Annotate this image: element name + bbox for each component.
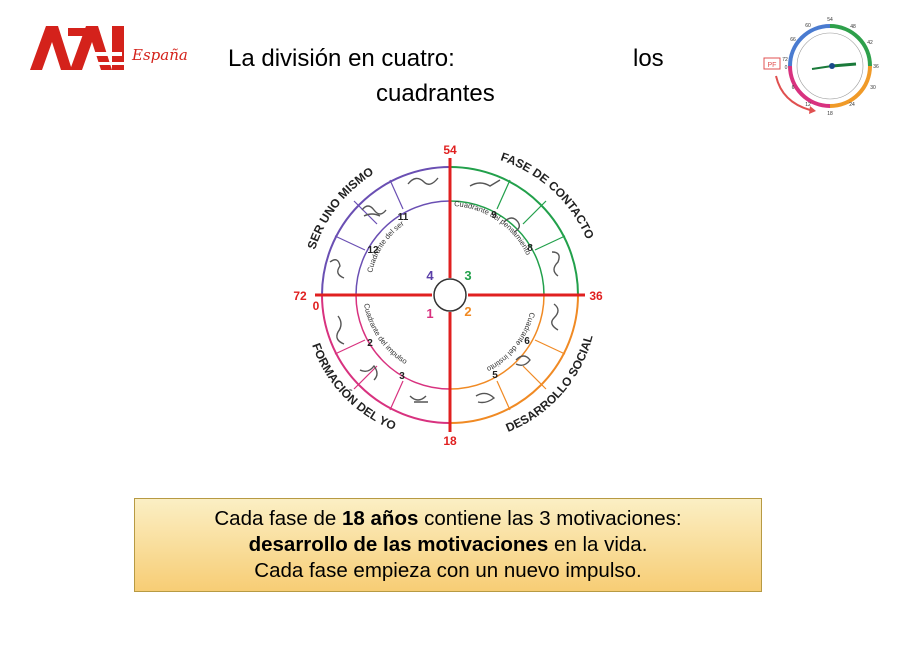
sector-number: 3 <box>399 371 405 382</box>
life-clock-icon: PF 54 60 66 72 0 6 12 18 24 30 36 42 48 <box>763 17 879 117</box>
center-circle <box>433 278 467 312</box>
clock-tick: 0 <box>785 65 788 71</box>
caption-line-3: Cada fase empieza con un nuevo impulso. <box>254 559 642 582</box>
caption-box: Cada fase de 18 años contiene las 3 moti… <box>134 498 762 592</box>
title-line-3: cuadrantes <box>376 80 495 107</box>
clock-tick: 30 <box>870 85 876 91</box>
center-number: 3 <box>464 268 471 283</box>
tick-0: 0 <box>313 299 320 313</box>
handwriting-samples <box>329 177 560 404</box>
sector-number: 12 <box>367 245 379 256</box>
clock-tick: 66 <box>790 37 796 43</box>
title-line-2: los <box>633 45 664 72</box>
quadrant-label: Cuadrante del pensamiento <box>454 199 533 256</box>
clock-ring <box>763 24 872 114</box>
sector-number: 8 <box>527 243 533 254</box>
quadrant-label: Cuadrante del impulso <box>362 303 409 366</box>
ring-formacion-yo <box>321 294 451 424</box>
sector-number: 11 <box>398 212 409 223</box>
tick-54: 54 <box>443 143 457 157</box>
clock-tick: 72 <box>782 57 788 63</box>
tick-36: 36 <box>589 289 603 303</box>
sector-number: 2 <box>367 338 373 349</box>
apa-logo: España <box>28 22 188 78</box>
ring-fase-contacto <box>449 166 579 296</box>
clock-tag: PF <box>768 62 777 69</box>
clock-tick: 42 <box>867 40 873 46</box>
center-number: 1 <box>426 306 433 321</box>
clock-tick: 36 <box>873 64 879 70</box>
quadrant-wheel: 54 36 18 72 0 SER UNO MISMO FASE DE CONT… <box>293 143 603 448</box>
center-number: 2 <box>464 304 471 319</box>
sector-number: 6 <box>524 336 530 347</box>
ring-ser-uno-mismo <box>321 166 451 296</box>
clock-tick: 6 <box>792 85 795 91</box>
caption-line-2: desarrollo de las motivaciones en la vid… <box>248 533 648 556</box>
clock-tick: 12 <box>805 102 811 108</box>
sector-number: 5 <box>492 370 498 381</box>
tick-18: 18 <box>443 434 457 448</box>
clock-tick: 18 <box>827 111 833 117</box>
clock-tick: 24 <box>849 102 855 108</box>
title-line-1: La división en cuatro: <box>228 45 455 72</box>
ring-desarrollo-social <box>449 294 579 424</box>
phase-label: FORMACIÓN DEL YO <box>309 341 398 433</box>
clock-tick: 60 <box>805 23 811 29</box>
clock-tick: 48 <box>850 24 856 30</box>
sector-number: 9 <box>491 210 497 221</box>
center-number: 4 <box>426 268 434 283</box>
clock-tick: 54 <box>827 17 833 23</box>
logo-subtitle: España <box>132 46 188 64</box>
caption-line-1: Cada fase de 18 años contiene las 3 moti… <box>214 507 682 530</box>
wheel-axes <box>315 158 585 432</box>
tick-72: 72 <box>293 289 307 303</box>
apa-logo-mark <box>30 26 124 70</box>
